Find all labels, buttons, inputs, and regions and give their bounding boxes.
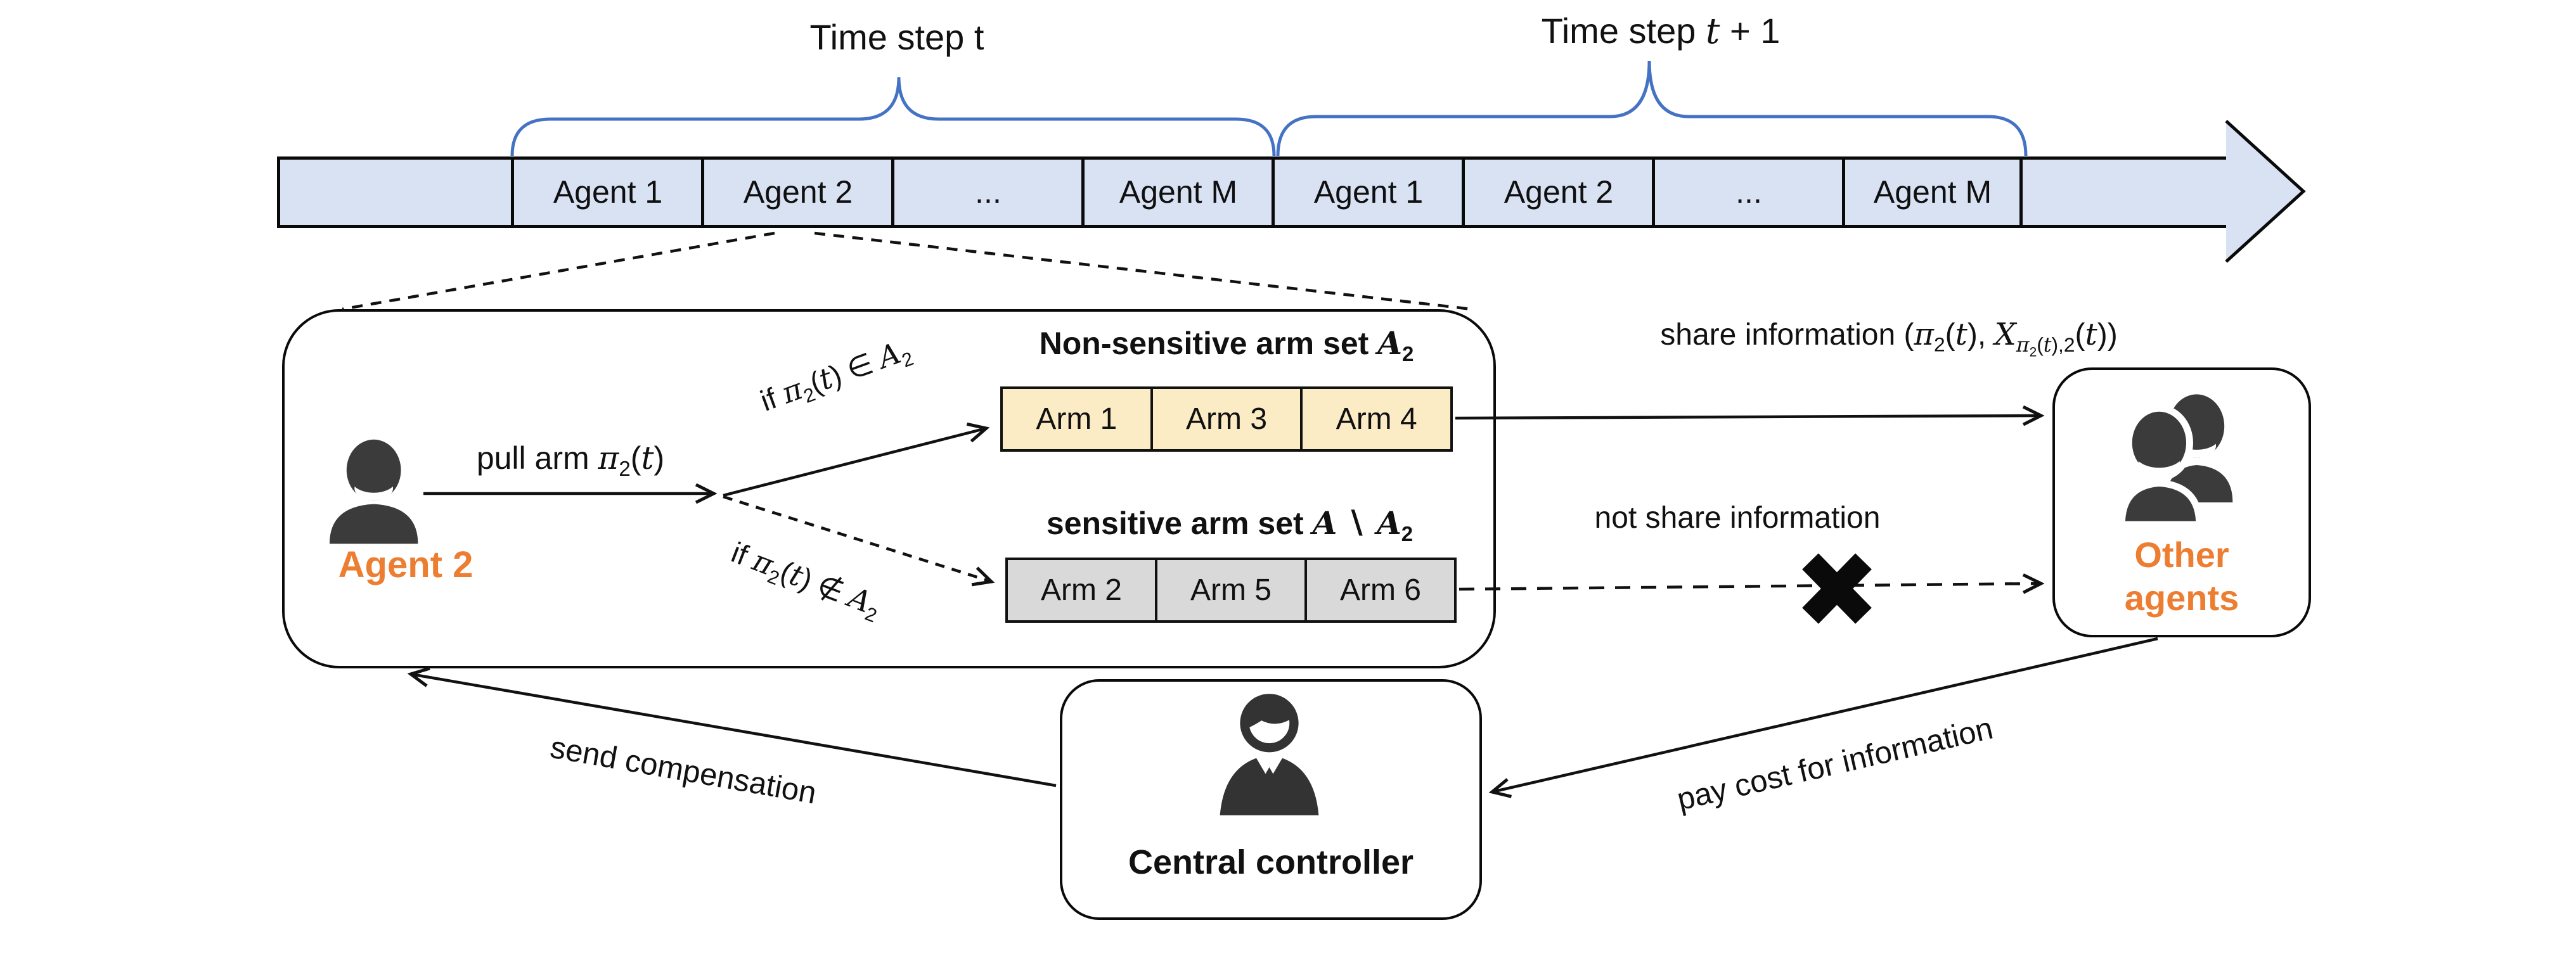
time-step-t-label: Time step t bbox=[809, 17, 984, 57]
timeline-divider bbox=[511, 158, 514, 227]
share-information-arrow bbox=[1455, 416, 2041, 418]
nonsensitive-arm-row: Arm 1 Arm 3 Arm 4 bbox=[1000, 386, 1453, 452]
pay-cost-label: pay cost for information bbox=[1673, 711, 1997, 817]
not-share-information-label: not share information bbox=[1594, 501, 1881, 535]
arm-cell: Arm 2 bbox=[1040, 573, 1122, 607]
brace-time-step-t bbox=[510, 77, 1276, 156]
timeline-arrowhead bbox=[2225, 120, 2306, 263]
timeline-divider bbox=[701, 158, 704, 227]
timeline-cell-dots-t1: ... bbox=[1736, 174, 1762, 210]
arm-cell: Arm 4 bbox=[1300, 389, 1450, 449]
timeline-cell-agent1-t1: Agent 1 bbox=[1313, 174, 1424, 210]
other-agents-label-line1: Other bbox=[2134, 535, 2229, 575]
central-controller-label: Central controller bbox=[1128, 843, 1414, 881]
arm-cell: Arm 3 bbox=[1150, 389, 1301, 449]
timeline-divider bbox=[1081, 158, 1085, 227]
other-agents-label-line2: agents bbox=[2124, 578, 2239, 618]
timeline-band bbox=[277, 156, 2229, 228]
time-step-t1-label: Time step t + 1 bbox=[1541, 11, 1781, 52]
timeline-cell-agentM-t: Agent M bbox=[1119, 174, 1238, 210]
share-information-label: share information (π2(t), Xπ2(t),2(t)) bbox=[1660, 317, 2118, 359]
timeline-divider bbox=[891, 158, 894, 227]
timeline-cell-dots-t: ... bbox=[975, 174, 1001, 210]
arm-cell: Arm 6 bbox=[1304, 560, 1454, 620]
timeline-divider bbox=[1462, 158, 1465, 227]
timeline-cell-lead bbox=[277, 156, 512, 228]
other-agents-label: Other agents bbox=[2061, 533, 2302, 620]
pull-arm-label: pull arm π2(t) bbox=[476, 440, 665, 480]
arm-cell: Arm 1 bbox=[1036, 402, 1117, 436]
sensitive-arm-row: Arm 2 Arm 5 Arm 6 bbox=[1005, 558, 1457, 623]
expansion-dash-left bbox=[342, 231, 775, 311]
not-share-arrow bbox=[1459, 584, 2041, 589]
arm-cell: Arm 5 bbox=[1155, 560, 1304, 620]
timeline-divider bbox=[1652, 158, 1655, 227]
send-compensation-label: send compensation bbox=[548, 730, 819, 811]
timeline-divider bbox=[1272, 158, 1275, 227]
timeline-cell-agent1-t: Agent 1 bbox=[553, 174, 663, 210]
blocked-x-mark bbox=[1802, 553, 1872, 624]
agent2-person-icon bbox=[329, 439, 418, 544]
sensitive-set-title: sensitive arm set A ∖ A2 bbox=[1046, 504, 1414, 545]
brace-time-step-t1 bbox=[1276, 60, 2028, 156]
timeline-divider bbox=[2019, 158, 2023, 227]
nonsensitive-set-title: Non-sensitive arm set A2 bbox=[1039, 324, 1414, 366]
timeline-cell-agent2-t1: Agent 2 bbox=[1504, 174, 1614, 210]
central-controller-person-icon bbox=[1220, 694, 1319, 815]
timeline-divider bbox=[1842, 158, 1845, 227]
expansion-dash-right bbox=[814, 231, 1472, 311]
timeline-cell-agentM-t1: Agent M bbox=[1873, 174, 1992, 210]
other-agents-people-icon bbox=[2118, 394, 2233, 525]
agent2-label: Agent 2 bbox=[338, 544, 473, 585]
timeline-cell-agent2-t: Agent 2 bbox=[743, 174, 853, 210]
